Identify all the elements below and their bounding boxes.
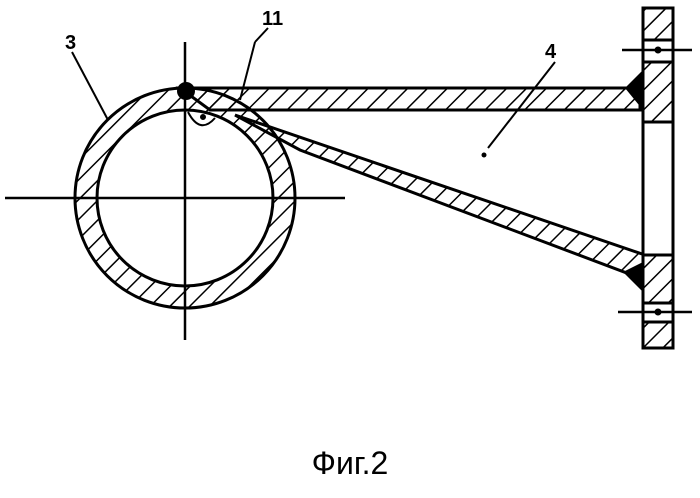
ref-label-3: 3 xyxy=(65,33,76,53)
cavity-marker xyxy=(482,153,487,158)
figure-caption: Фиг.2 xyxy=(0,447,700,479)
lower-plate xyxy=(235,115,645,278)
ref-label-11: 11 xyxy=(262,9,283,29)
flange xyxy=(618,8,692,348)
ref-label-4: 4 xyxy=(545,42,556,62)
upper-plate xyxy=(180,88,640,110)
